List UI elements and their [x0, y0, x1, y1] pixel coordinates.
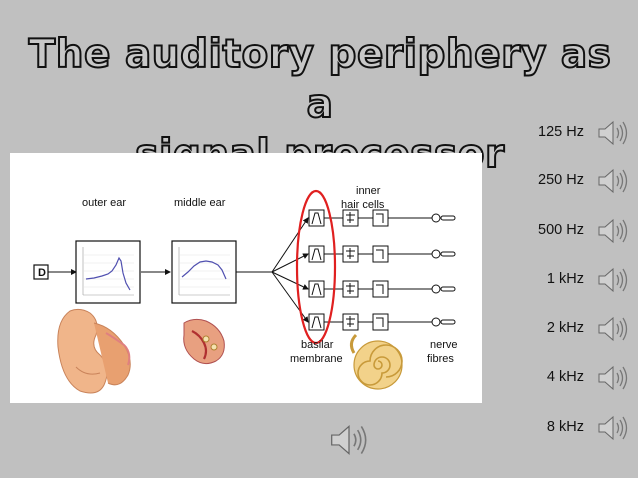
audio-sample-2khz[interactable]: 2 kHz	[520, 314, 638, 344]
speaker-icon[interactable]	[596, 166, 630, 196]
speaker-icon[interactable]	[596, 118, 630, 148]
diagram-svg: D outer ear middle ear	[33, 185, 458, 394]
nerve-label-line-1: nerve	[430, 339, 458, 351]
slide-audio-speaker-icon[interactable]	[328, 420, 370, 460]
input-symbol: D	[38, 267, 46, 279]
frequency-label: 500 Hz	[538, 222, 584, 238]
middle-ear-illustration	[183, 318, 225, 365]
speaker-icon[interactable]	[596, 413, 630, 443]
speaker-icon[interactable]	[596, 216, 630, 246]
inner-label-line-2: hair cells	[341, 199, 385, 211]
outer-ear-response-plot	[82, 247, 134, 296]
middle-ear-box	[171, 240, 237, 304]
basilar-label-line-2: membrane	[290, 353, 343, 365]
frequency-label: 1 kHz	[546, 271, 584, 287]
speaker-icon[interactable]	[596, 363, 630, 393]
channel-rows	[308, 209, 456, 331]
audio-sample-4khz[interactable]: 4 kHz	[520, 363, 638, 393]
channel-row	[308, 313, 456, 331]
frequency-label: 8 kHz	[546, 419, 584, 435]
slide-title-line-1: The auditory periphery as a	[28, 31, 612, 128]
auditory-diagram: D outer ear middle ear	[10, 153, 482, 403]
audio-sample-1khz[interactable]: 1 kHz	[520, 265, 638, 295]
speaker-icon[interactable]	[596, 265, 630, 295]
audio-sample-8khz[interactable]: 8 kHz	[520, 413, 638, 443]
outer-ear-illustration	[57, 308, 131, 394]
channel-row	[308, 280, 456, 298]
basilar-highlight-ellipse	[295, 189, 337, 345]
middle-ear-response-plot	[178, 247, 230, 296]
speaker-icon[interactable]	[596, 314, 630, 344]
audio-sample-250hz[interactable]: 250 Hz	[520, 166, 638, 196]
frequency-label: 250 Hz	[538, 172, 584, 188]
nerve-label-line-2: fibres	[427, 353, 454, 365]
frequency-label: 125 Hz	[538, 124, 584, 140]
channel-row	[308, 209, 456, 227]
basilar-label-line-1: basilar	[301, 339, 334, 351]
channel-row	[308, 245, 456, 263]
middle-ear-label: middle ear	[174, 197, 226, 209]
inner-label-line-1: inner	[356, 185, 381, 197]
frequency-label: 2 kHz	[546, 320, 584, 336]
audio-sample-500hz[interactable]: 500 Hz	[520, 216, 638, 246]
audio-sample-125hz[interactable]: 125 Hz	[520, 118, 638, 148]
cochlea-illustration	[349, 333, 403, 390]
frequency-label: 4 kHz	[546, 369, 584, 385]
outer-ear-box	[75, 240, 141, 304]
outer-ear-label: outer ear	[82, 197, 126, 209]
